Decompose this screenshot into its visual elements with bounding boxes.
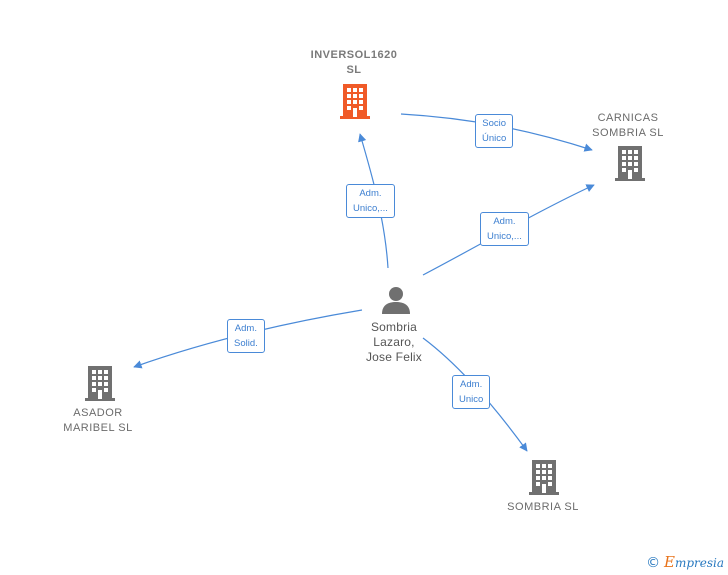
edge-label-line: Adm. xyxy=(493,216,516,227)
building-icon[interactable] xyxy=(339,84,371,120)
company-name-line: CARNICAS xyxy=(597,112,659,124)
company-sombria-label[interactable]: SOMBRIA SL xyxy=(507,500,579,515)
edge-label-line: Adm. xyxy=(460,379,483,390)
company-name-line: SOMBRIA SL xyxy=(507,501,579,513)
edge-label-adm-unico-sombria[interactable]: Adm. Unico xyxy=(452,375,491,409)
brand-initial: E xyxy=(663,553,675,571)
building-icon[interactable] xyxy=(614,146,646,182)
edge-label-line: Unico,... xyxy=(353,203,388,214)
building-icon[interactable] xyxy=(84,366,116,402)
company-name-line: SL xyxy=(346,64,362,76)
edge-label-line: Socio xyxy=(482,118,507,129)
company-carnicas-label[interactable]: CARNICAS SOMBRIA SL xyxy=(592,111,664,141)
edge-label-line: Unico xyxy=(459,394,484,405)
person-name-line: Lazaro, xyxy=(373,335,415,349)
edge-label-adm-solid[interactable]: Adm. Solid. xyxy=(227,319,265,353)
company-name-line: ASADOR xyxy=(73,407,123,419)
brand-name-rest: mpresia xyxy=(674,556,724,570)
company-asador-label[interactable]: ASADOR MARIBEL SL xyxy=(63,406,132,436)
edge-label-line: Unico,... xyxy=(487,231,522,242)
person-label[interactable]: Sombria Lazaro, Jose Felix xyxy=(366,320,422,365)
company-name-line: MARIBEL SL xyxy=(63,422,133,434)
company-inversol-label[interactable]: INVERSOL1620 SL xyxy=(311,48,398,78)
edge-label-adm-unico-carnicas[interactable]: Adm. Unico,... xyxy=(480,212,529,246)
person-name-line: Jose Felix xyxy=(365,350,423,364)
edge-label-adm-unico-inversol[interactable]: Adm. Unico,... xyxy=(346,184,395,218)
edge-label-line: Adm. xyxy=(359,188,382,199)
edge-label-socio-unico[interactable]: Socio Único xyxy=(475,114,514,148)
person-icon[interactable] xyxy=(381,285,411,315)
person-name-line: Sombria xyxy=(370,320,418,334)
edge-label-line: Único xyxy=(482,133,507,144)
copyright-symbol: © xyxy=(646,555,661,571)
company-name-line: SOMBRIA SL xyxy=(592,127,664,139)
building-icon[interactable] xyxy=(528,460,560,496)
edge-label-line: Solid. xyxy=(234,338,258,349)
company-name-line: INVERSOL1620 xyxy=(310,49,398,61)
edge-label-line: Adm. xyxy=(234,323,257,334)
empresia-brand[interactable]: © Empresia xyxy=(646,553,724,571)
